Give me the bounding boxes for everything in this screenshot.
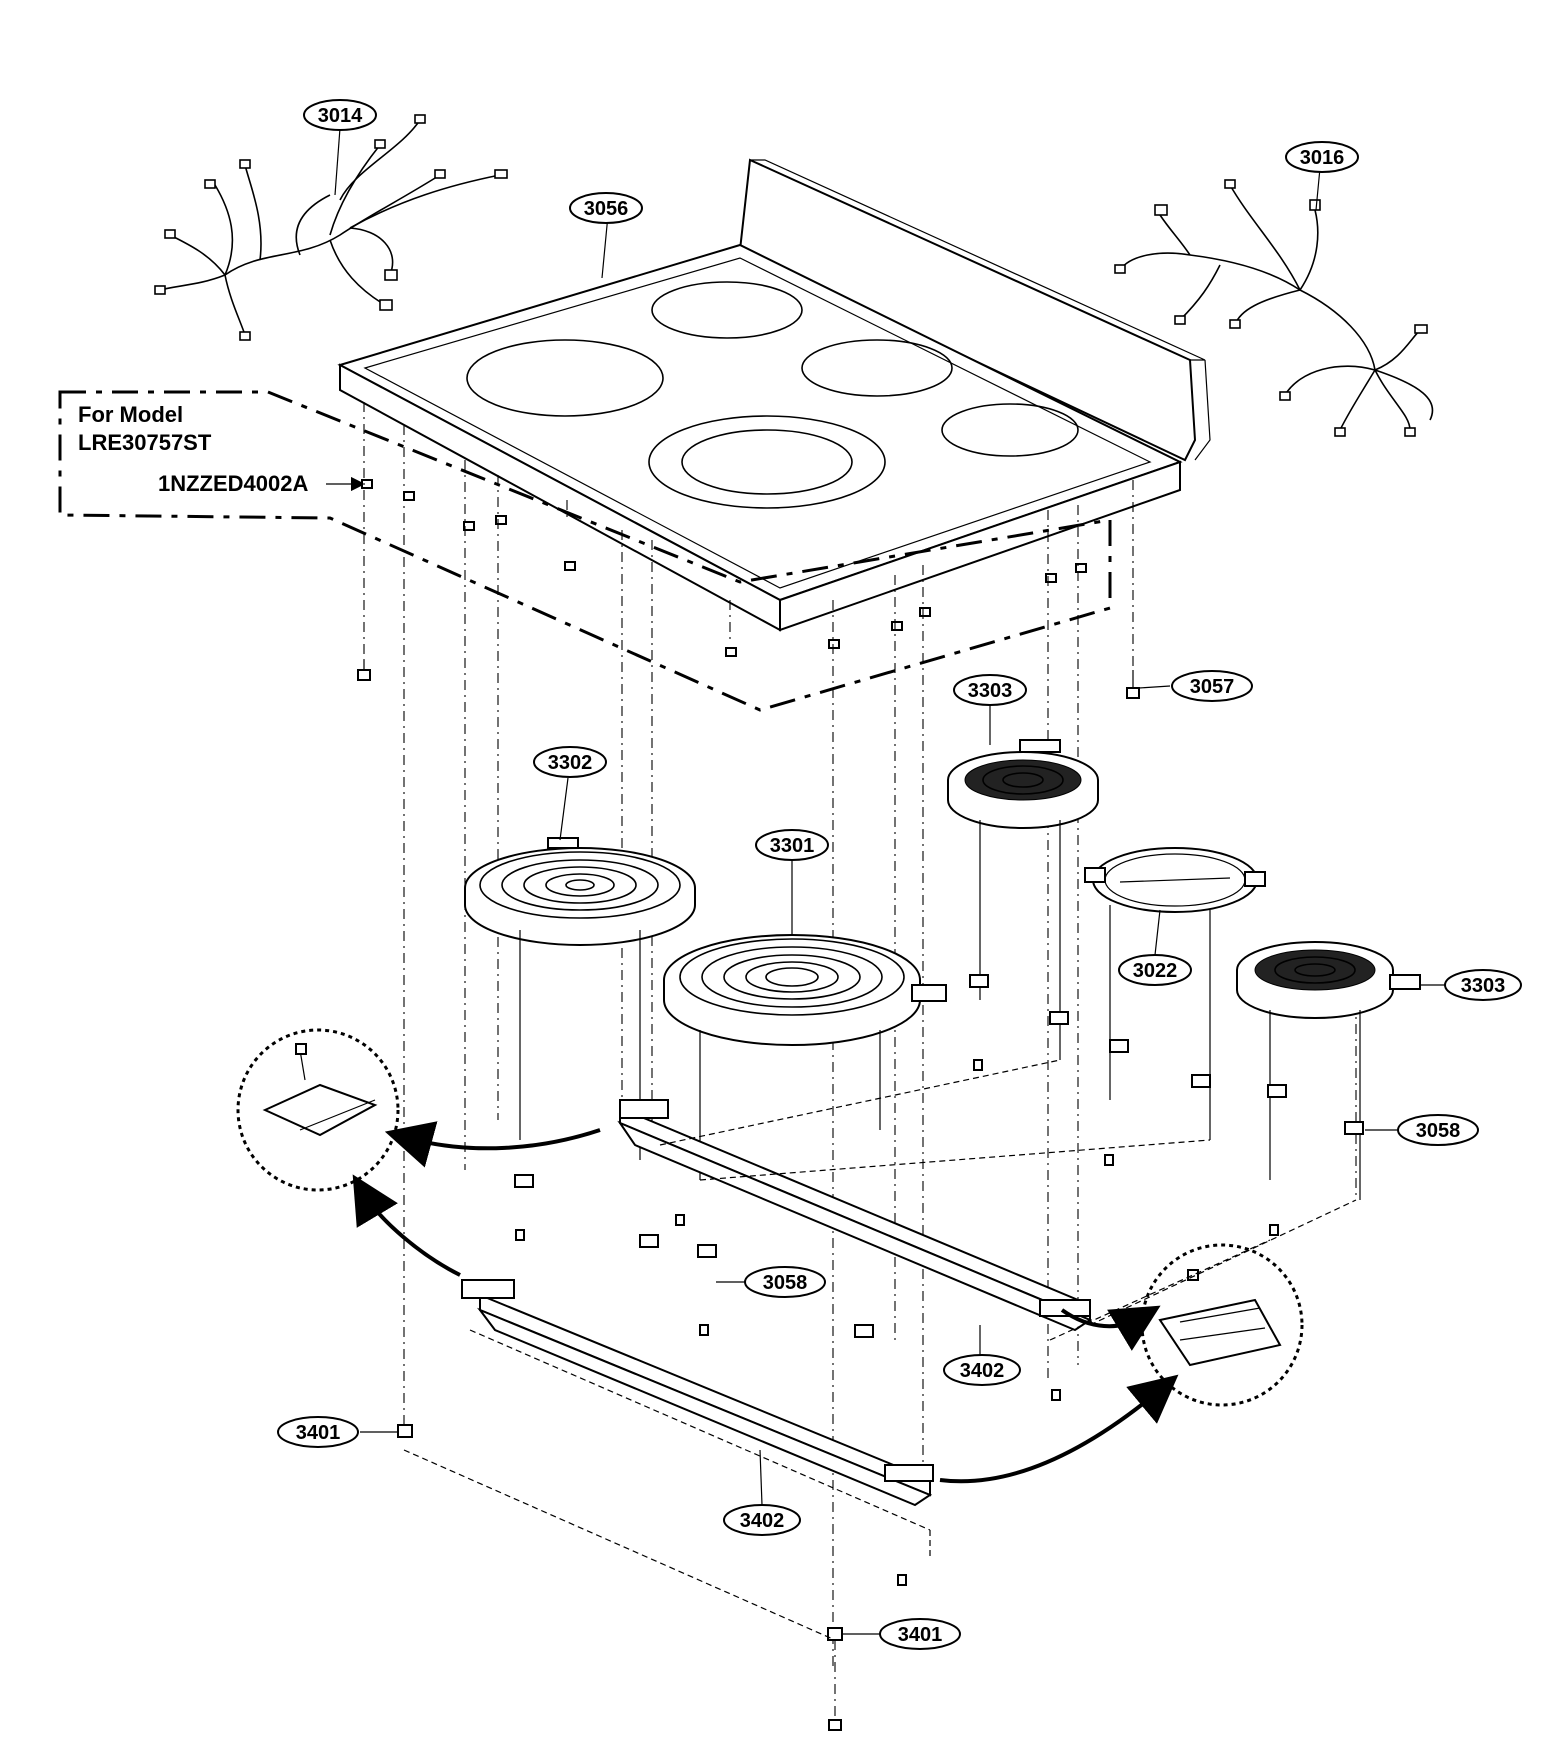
- svg-text:1NZZED4002A: 1NZZED4002A: [158, 471, 309, 496]
- terminal-clips-3058: [514, 974, 1364, 1338]
- svg-text:3014: 3014: [318, 105, 363, 127]
- svg-text:3022: 3022: [1133, 960, 1178, 982]
- svg-text:3402: 3402: [960, 1360, 1005, 1382]
- screw-left-top: [357, 660, 371, 681]
- bracket-screws: [515, 1059, 1279, 1586]
- callout-3402-rear: 3402: [943, 1354, 1021, 1386]
- callout-3303-right: 3303: [1444, 969, 1522, 1001]
- callout-3056: 3056: [569, 192, 643, 224]
- callout-3022: 3022: [1118, 954, 1192, 986]
- callout-3401-center: 3401: [879, 1618, 961, 1650]
- model-note-box: For Model LRE30757ST 1NZZED4002A: [58, 390, 1112, 712]
- detail-circle-right: [1140, 1243, 1304, 1407]
- callout-3058-center: 3058: [744, 1266, 826, 1298]
- svg-text:LRE30757ST: LRE30757ST: [78, 430, 212, 455]
- svg-text:3056: 3056: [584, 198, 629, 220]
- callout-3301: 3301: [755, 829, 829, 861]
- callout-3057: 3057: [1171, 670, 1253, 702]
- foot-3401-left: [360, 1424, 413, 1438]
- svg-text:3302: 3302: [548, 752, 593, 774]
- svg-text:3016: 3016: [1300, 147, 1345, 169]
- callout-3016: 3016: [1285, 141, 1359, 173]
- bracket-3402-front: [461, 1279, 934, 1507]
- callout-3302: 3302: [533, 746, 607, 778]
- svg-text:3058: 3058: [1416, 1120, 1461, 1142]
- guide-lines: [363, 402, 1357, 1670]
- svg-text:3401: 3401: [898, 1624, 943, 1646]
- svg-text:3058: 3058: [763, 1272, 808, 1294]
- svg-text:3402: 3402: [740, 1510, 785, 1532]
- foot-3401-center: [827, 1627, 880, 1731]
- top-clips: [403, 491, 1087, 657]
- wire-harness-right: [1114, 179, 1434, 437]
- svg-text:3303: 3303: [1461, 975, 1506, 997]
- svg-text:3057: 3057: [1190, 676, 1235, 698]
- wire-harness-left: [154, 114, 508, 341]
- callout-3402-front: 3402: [723, 1504, 801, 1536]
- detail-arrows: [352, 1121, 1179, 1484]
- callout-3058-right: 3058: [1397, 1114, 1479, 1146]
- callout-3014: 3014: [303, 99, 377, 131]
- construction-lines: [403, 1059, 1357, 1641]
- radiant-element-3303-upper: [947, 739, 1099, 1060]
- limiter-plate-3022: [1084, 847, 1266, 1140]
- svg-text:For Model: For Model: [78, 402, 183, 427]
- screw-3057: [1126, 670, 1171, 699]
- svg-text:3301: 3301: [770, 835, 815, 857]
- cooktop-glass-top: [337, 158, 1211, 632]
- svg-text:3303: 3303: [968, 680, 1013, 702]
- callout-3401-left: 3401: [277, 1416, 359, 1448]
- radiant-element-3302: [464, 837, 696, 1160]
- detail-circle-left: [236, 1028, 400, 1192]
- radiant-element-3303-right: [1236, 941, 1421, 1200]
- bracket-3402-rear: [617, 1099, 1093, 1332]
- svg-text:3401: 3401: [296, 1422, 341, 1444]
- callout-3303-upper: 3303: [953, 674, 1027, 706]
